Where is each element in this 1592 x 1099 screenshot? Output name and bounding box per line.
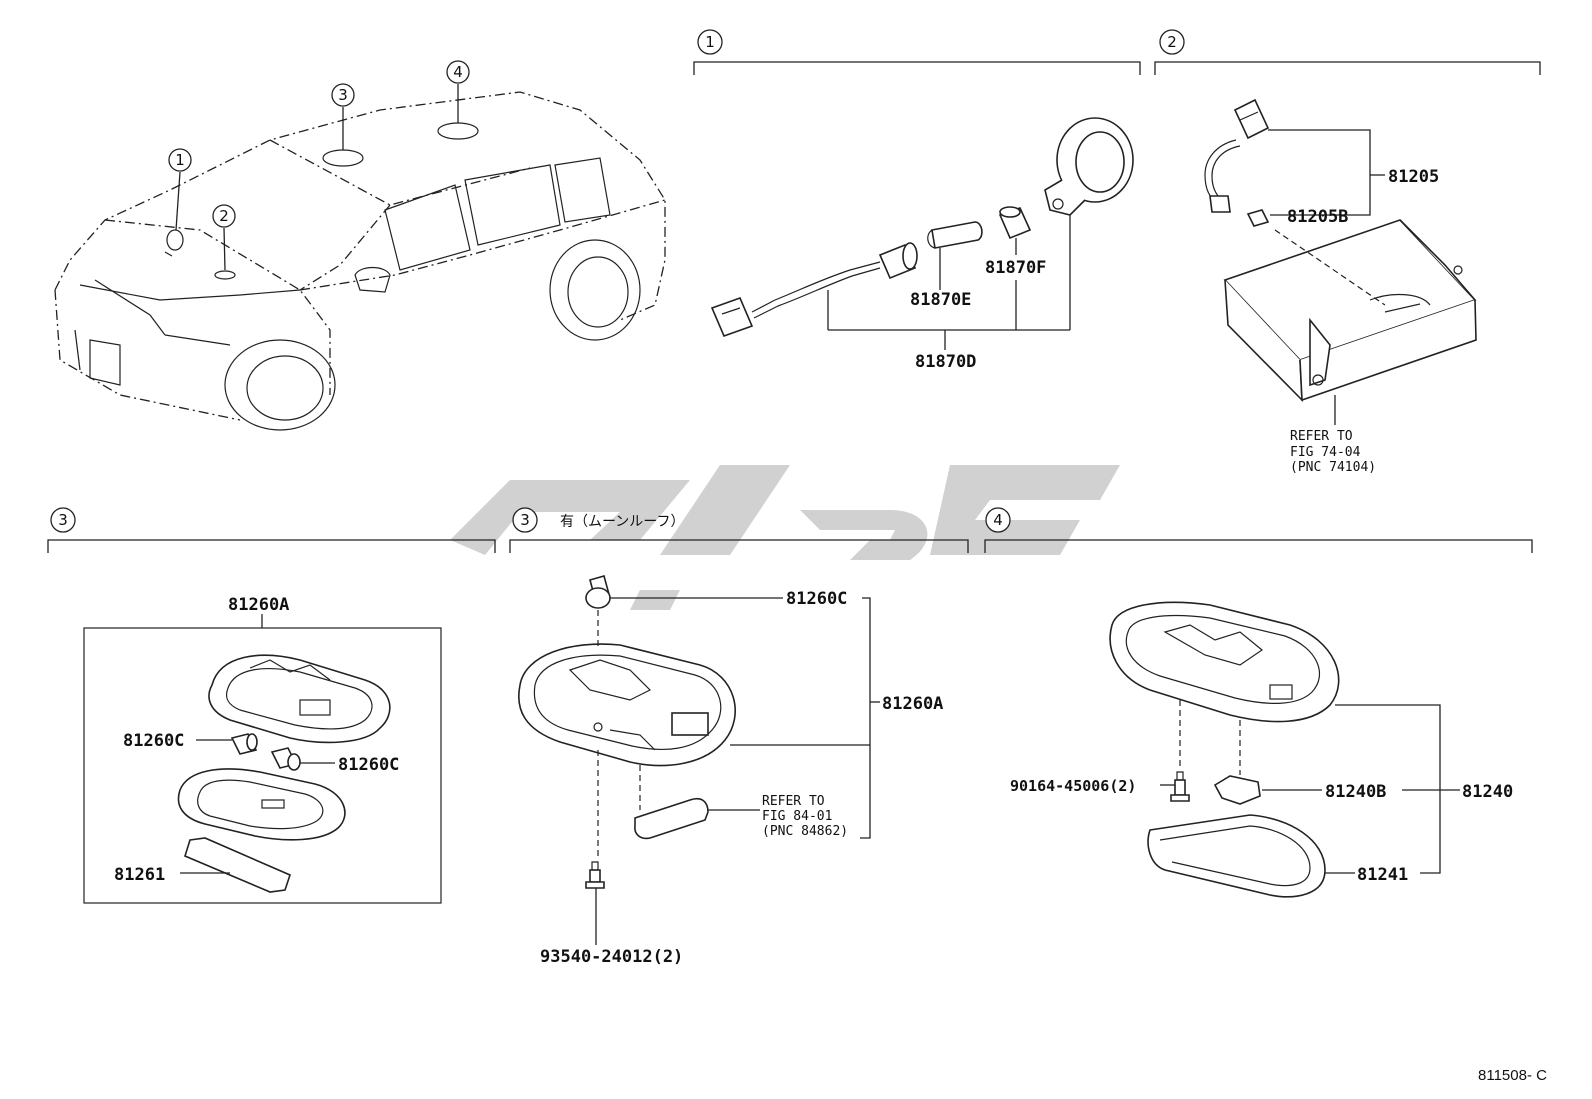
label-81205: 81205 <box>1388 167 1439 187</box>
label-81870D: 81870D <box>915 352 976 372</box>
car-marker-4: 4 <box>446 60 470 84</box>
console-box <box>1223 219 1477 403</box>
label-81261: 81261 <box>114 865 165 885</box>
section-3a-parts: 81260A 81260C 81260C 81261 <box>83 595 442 904</box>
strip-81261 <box>184 837 291 893</box>
lamp-housing-81240 <box>1109 601 1340 723</box>
watermark-logo <box>450 465 1120 610</box>
label-81240B: 81240B <box>1325 782 1386 802</box>
label-93540: 93540-24012(2) <box>540 947 683 967</box>
label-81870F: 81870F <box>985 258 1046 278</box>
car-marker-1: 1 <box>168 148 192 172</box>
ring-bracket <box>1044 117 1134 216</box>
lamp-housing-81260A-mid <box>518 643 736 767</box>
svg-text:1: 1 <box>705 33 715 51</box>
moonroof-note: 有（ムーンルーフ） <box>560 514 684 530</box>
bulb-81870E <box>927 221 983 249</box>
ref1-line1: REFER TO <box>1290 429 1353 444</box>
bulb-81260C-b <box>270 747 301 771</box>
label-81260C-mid: 81260C <box>786 589 847 609</box>
svg-text:1: 1 <box>175 151 185 169</box>
bulb-81260C-a <box>230 733 258 755</box>
harness-81205 <box>1204 98 1270 213</box>
label-81260A-mid: 81260A <box>882 694 943 714</box>
svg-text:4: 4 <box>453 63 463 81</box>
socket-connector <box>710 261 881 338</box>
label-81205B: 81205B <box>1287 207 1348 227</box>
ref2-line2: FIG 84-01 <box>762 809 832 824</box>
lens-cover <box>177 768 346 841</box>
label-90164: 90164-45006(2) <box>1010 777 1136 795</box>
lens-81241 <box>1147 814 1326 898</box>
section-3b-parts: 81260C 81260A REFER TO FIG 84-01 (PNC 84… <box>518 575 943 967</box>
svg-text:3: 3 <box>338 86 348 104</box>
section-2-header: 2 <box>1154 29 1541 75</box>
svg-text:2: 2 <box>219 207 229 225</box>
lamp-housing-81260A <box>208 654 391 744</box>
vehicle-overview <box>54 84 666 431</box>
section-2-parts: 81205 81205B REFER TO FIG 74-04 (PNC 741… <box>1204 98 1477 475</box>
screw-93540 <box>585 861 605 889</box>
svg-text:3: 3 <box>58 511 68 529</box>
bulb-81260C-mid <box>585 575 611 609</box>
socket-body <box>878 242 918 280</box>
clip-81205B <box>1246 209 1270 227</box>
pad-block <box>634 797 709 840</box>
label-81260C-a: 81260C <box>123 731 184 751</box>
section-1-parts: 81870E 81870F 81870D <box>710 117 1134 372</box>
ref2-line1: REFER TO <box>762 794 825 809</box>
section-3b-header: 3 有（ムーンルーフ） <box>509 507 969 553</box>
section-3a-header: 3 <box>47 507 496 553</box>
section-4-parts: 90164-45006(2) 81240B 81240 81241 <box>1010 601 1513 898</box>
label-81260C-b: 81260C <box>338 755 399 775</box>
label-81870E: 81870E <box>910 290 971 310</box>
car-marker-2: 2 <box>212 204 236 228</box>
svg-text:3: 3 <box>520 511 530 529</box>
label-81241: 81241 <box>1357 865 1408 885</box>
label-81260A-left: 81260A <box>228 595 289 615</box>
ref1-line3: (PNC 74104) <box>1290 460 1376 475</box>
screw-90164 <box>1170 771 1190 802</box>
ref1-line2: FIG 74-04 <box>1290 445 1361 460</box>
car-marker-3: 3 <box>331 83 355 107</box>
bulb-81240B <box>1213 775 1261 805</box>
ref2-line3: (PNC 84862) <box>762 824 848 839</box>
cap-81870F <box>998 206 1032 240</box>
section-1-header: 1 <box>693 29 1141 75</box>
svg-text:2: 2 <box>1167 33 1177 51</box>
svg-text:4: 4 <box>993 511 1003 529</box>
figure-code: 811508- C <box>1478 1067 1547 1084</box>
section-4-header: 4 <box>984 507 1533 553</box>
label-81240: 81240 <box>1462 782 1513 802</box>
